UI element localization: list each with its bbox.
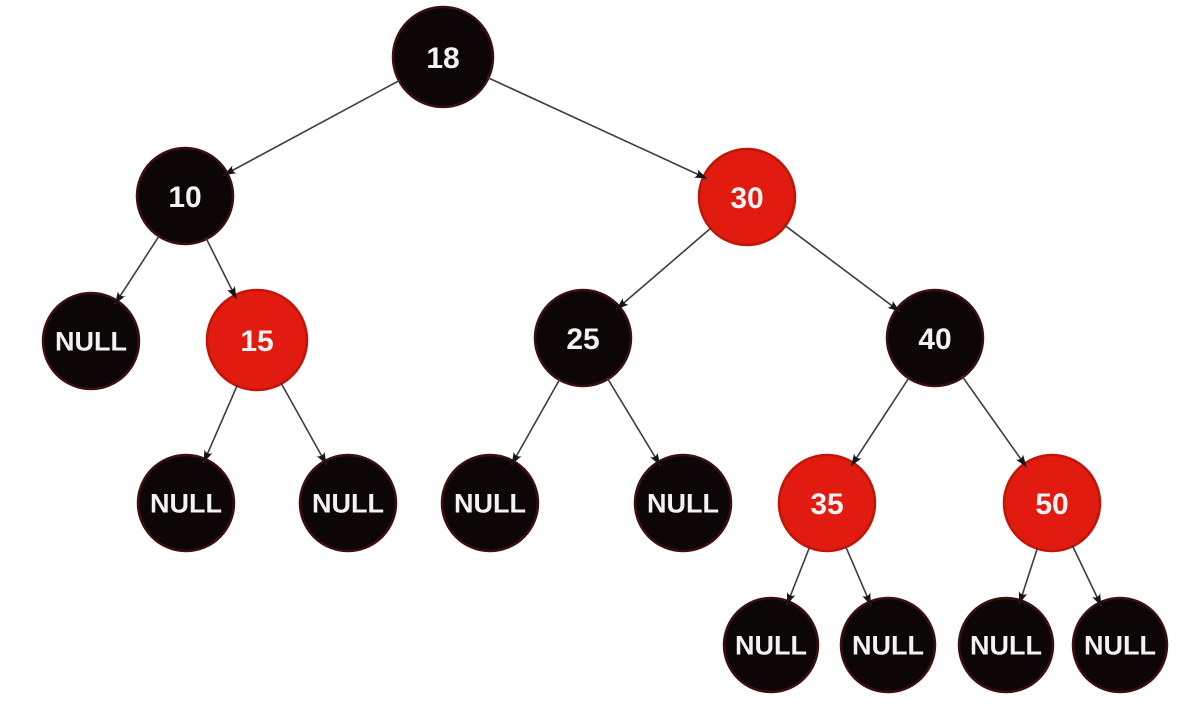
tree-node-50-circle (1002, 453, 1102, 553)
tree-node-null-9-circle (1071, 596, 1169, 694)
tree-node-null-8: NULL (957, 596, 1055, 694)
tree-node-null-2-circle (136, 453, 236, 553)
tree-node-18: 18 (391, 5, 495, 109)
tree-node-18-circle (391, 5, 495, 109)
tree-node-40: 40 (885, 288, 985, 388)
tree-node-null-2-label: NULL (150, 489, 222, 519)
tree-node-30: 30 (697, 147, 797, 247)
tree-node-null-9-label: NULL (1084, 631, 1156, 661)
tree-node-25-circle (533, 288, 633, 388)
tree-node-null-1-circle (41, 291, 141, 391)
edge-n30-n40 (784, 224, 901, 313)
edge-n35-null6 (786, 546, 811, 606)
tree-node-null-2: NULL (136, 453, 236, 553)
tree-node-25: 25 (533, 288, 633, 388)
edge-n30-n25 (615, 227, 712, 310)
tree-node-null-4-label: NULL (454, 489, 526, 519)
tree-node-35-label: 35 (810, 488, 843, 521)
tree-node-18-label: 18 (426, 42, 459, 75)
tree-node-null-6: NULL (722, 596, 820, 694)
tree-node-35-circle (777, 453, 877, 553)
tree-node-null-1-label: NULL (55, 327, 127, 357)
edge-n25-null4 (510, 378, 561, 466)
edge-n40-n50 (961, 375, 1028, 468)
tree-node-15: 15 (205, 288, 309, 392)
tree-node-null-6-label: NULL (735, 631, 807, 661)
tree-node-15-circle (205, 288, 309, 392)
edge-n10-null1 (114, 235, 161, 305)
tree-node-25-label: 25 (566, 323, 599, 356)
tree-node-null-5-circle (633, 453, 733, 553)
tree-node-null-3: NULL (298, 453, 398, 553)
tree-node-10: 10 (135, 146, 235, 246)
tree-node-null-3-label: NULL (312, 489, 384, 519)
tree-node-null-4: NULL (440, 453, 540, 553)
tree-node-30-label: 30 (730, 182, 763, 215)
tree-node-35: 35 (777, 453, 877, 553)
tree-node-null-3-circle (298, 453, 398, 553)
edges-layer (114, 76, 1103, 607)
tree-node-40-label: 40 (918, 323, 951, 356)
tree-node-10-circle (135, 146, 235, 246)
tree-node-null-9: NULL (1071, 596, 1169, 694)
edge-n18-n30 (487, 76, 708, 180)
edge-n50-null9 (1071, 545, 1103, 607)
tree-node-30-circle (697, 147, 797, 247)
tree-node-null-8-label: NULL (970, 631, 1042, 661)
tree-node-null-6-circle (722, 596, 820, 694)
tree-node-null-5-label: NULL (647, 489, 719, 519)
tree-node-null-7: NULL (839, 596, 937, 694)
tree-node-null-5: NULL (633, 453, 733, 553)
tree-node-10-label: 10 (168, 181, 201, 214)
tree-node-40-circle (885, 288, 985, 388)
edge-n25-null5 (606, 377, 661, 466)
edge-n18-n10 (223, 79, 401, 176)
tree-node-null-1: NULL (41, 291, 141, 391)
edge-n15-null3 (280, 382, 328, 465)
tree-node-null-8-circle (957, 596, 1055, 694)
edge-n40-n35 (850, 376, 910, 467)
edge-n15-null2 (202, 384, 239, 463)
tree-node-null-4-circle (440, 453, 540, 553)
tree-node-50: 50 (1002, 453, 1102, 553)
edge-n50-null8 (1018, 547, 1039, 605)
edge-n35-null7 (844, 545, 872, 606)
tree-node-15-label: 15 (240, 325, 273, 358)
tree-node-null-7-circle (839, 596, 937, 694)
edge-n10-n15 (205, 237, 238, 300)
tree-node-50-label: 50 (1035, 488, 1068, 521)
tree-node-null-7-label: NULL (852, 631, 924, 661)
